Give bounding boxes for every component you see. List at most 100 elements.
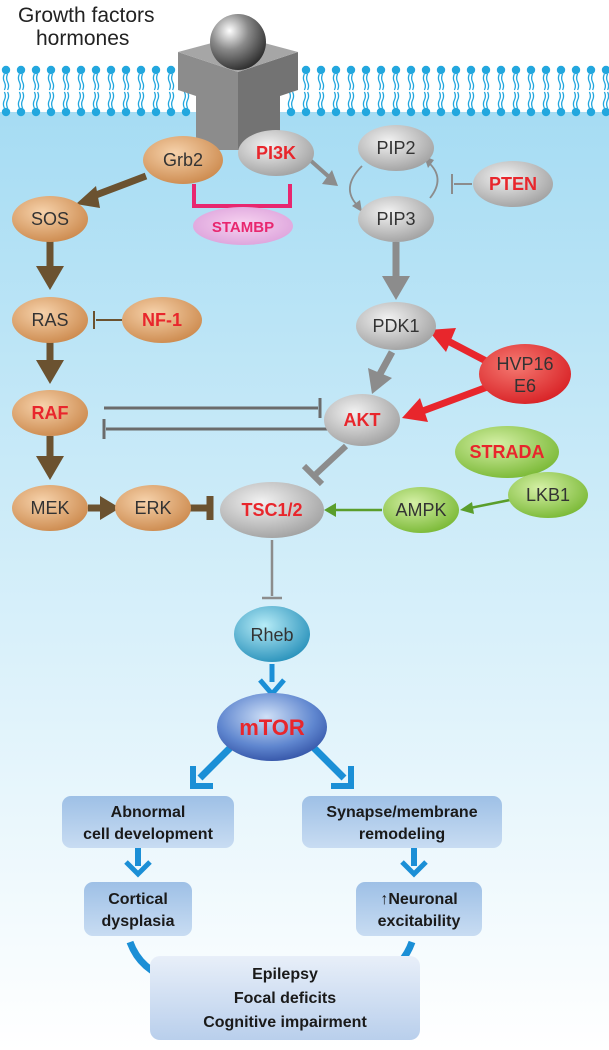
node-mtor: mTOR — [217, 693, 327, 761]
lipid-inner — [331, 91, 341, 117]
node-ampk-label: AMPK — [395, 500, 446, 520]
lipid-outer — [586, 65, 596, 91]
header-line2: hormones — [36, 27, 129, 50]
lipid-inner — [46, 91, 56, 117]
lipid-outer — [346, 65, 356, 91]
lipid-inner — [76, 91, 86, 117]
node-tsc-label: TSC1/2 — [241, 500, 302, 520]
lipid-inner — [1, 91, 11, 117]
box-final-line2: Focal deficits — [234, 990, 336, 1007]
lipid-outer — [316, 65, 326, 91]
lipid-inner — [571, 91, 581, 117]
stambp-inhibition-bracket — [192, 184, 292, 208]
box-neuronal-line2: excitability — [378, 913, 461, 930]
arrowhead-mek-erk — [100, 496, 120, 520]
node-sos-label: SOS — [31, 209, 69, 229]
ligand-icon — [210, 14, 266, 70]
lipid-inner — [316, 91, 326, 117]
lipid-inner — [451, 91, 461, 117]
node-pip3-label: PIP3 — [376, 209, 415, 229]
node-raf: RAF — [12, 390, 88, 436]
lipid-outer — [166, 65, 176, 91]
lipid-outer — [151, 65, 161, 91]
box-neuronal-line1: ↑Neuronal — [380, 891, 457, 908]
node-pip3: PIP3 — [358, 196, 434, 242]
node-hvp16: HVP16 E6 — [479, 344, 571, 404]
node-stambp-label: STAMBP — [212, 219, 274, 236]
lipid-inner — [91, 91, 101, 117]
node-erk: ERK — [115, 485, 191, 531]
lipid-outer — [421, 65, 431, 91]
node-pdk1: PDK1 — [356, 302, 436, 350]
lipid-inner — [106, 91, 116, 117]
node-akt-label: AKT — [344, 410, 381, 430]
lipid-outer — [361, 65, 371, 91]
node-rheb-label: Rheb — [250, 625, 293, 645]
lipid-outer — [1, 65, 11, 91]
lipid-outer — [376, 65, 386, 91]
node-pip2-label: PIP2 — [376, 138, 415, 158]
lipid-inner — [361, 91, 371, 117]
box-clinical-outcomes: Epilepsy Focal deficits Cognitive impair… — [150, 956, 420, 1040]
arrow-pi3k-pip2 — [308, 158, 330, 178]
arrow-mtor-abnormal — [197, 745, 233, 781]
lipid-inner — [346, 91, 356, 117]
arrow-grb2-sos — [86, 172, 148, 202]
receptor-icon — [178, 14, 298, 150]
lipid-inner — [16, 91, 26, 117]
lipid-inner — [421, 91, 431, 117]
lipid-inner — [121, 91, 131, 117]
lipid-outer — [406, 65, 416, 91]
arrowhead-grb2-sos — [76, 186, 100, 208]
arrow-hvp16-akt — [418, 382, 492, 416]
lipid-inner — [166, 91, 176, 117]
box-neuronal-excitability: ↑Neuronal excitability — [356, 882, 482, 936]
arrowhead-sos-ras — [36, 266, 64, 290]
lipid-inner — [391, 91, 401, 117]
box-cortical-line2: dysplasia — [102, 913, 175, 930]
inhibit-bar-akt-tsc — [301, 463, 325, 487]
lipid-outer — [106, 65, 116, 91]
lipid-outer — [496, 65, 506, 91]
lipid-outer — [301, 65, 311, 91]
node-sos: SOS — [12, 196, 88, 242]
arrowhead-pi3k-pip2 — [322, 170, 338, 186]
lipid-outer — [46, 65, 56, 91]
node-hvp16-label-line2: E6 — [514, 376, 536, 396]
lipid-outer — [556, 65, 566, 91]
box-final-line1: Epilepsy — [252, 966, 318, 983]
lipid-inner — [496, 91, 506, 117]
node-mtor-label: mTOR — [239, 715, 305, 740]
node-akt: AKT — [324, 394, 400, 446]
lipid-outer — [391, 65, 401, 91]
arrowhead-lkb1-ampk — [460, 502, 474, 514]
lipid-outer — [91, 65, 101, 91]
box-abnormal-development: Abnormal cell development — [62, 796, 234, 848]
lipid-inner — [151, 91, 161, 117]
node-tsc: TSC1/2 — [220, 482, 324, 538]
node-erk-label: ERK — [134, 498, 171, 518]
node-pi3k-label: PI3K — [256, 143, 296, 163]
lipid-outer — [76, 65, 86, 91]
lipid-inner — [436, 91, 446, 117]
node-pip2: PIP2 — [358, 125, 434, 171]
box-abnormal-line2: cell development — [83, 826, 213, 843]
lipid-inner — [301, 91, 311, 117]
node-pten: PTEN — [473, 161, 553, 207]
lipid-inner — [481, 91, 491, 117]
node-ras-label: RAS — [31, 310, 68, 330]
lipid-outer — [436, 65, 446, 91]
lipid-inner — [136, 91, 146, 117]
lipid-inner — [31, 91, 41, 117]
arrow-lkb1-ampk — [469, 498, 511, 510]
node-nf1-label: NF-1 — [142, 310, 182, 330]
arrow-hvp16-pdk1 — [444, 336, 490, 366]
lipid-outer — [136, 65, 146, 91]
node-mek: MEK — [12, 485, 88, 531]
lipid-outer — [481, 65, 491, 91]
lipid-outer — [511, 65, 521, 91]
box-cortical-dysplasia: Cortical dysplasia — [84, 882, 192, 936]
arrowhead-ampk-tsc — [324, 503, 336, 517]
lipid-outer — [541, 65, 551, 91]
